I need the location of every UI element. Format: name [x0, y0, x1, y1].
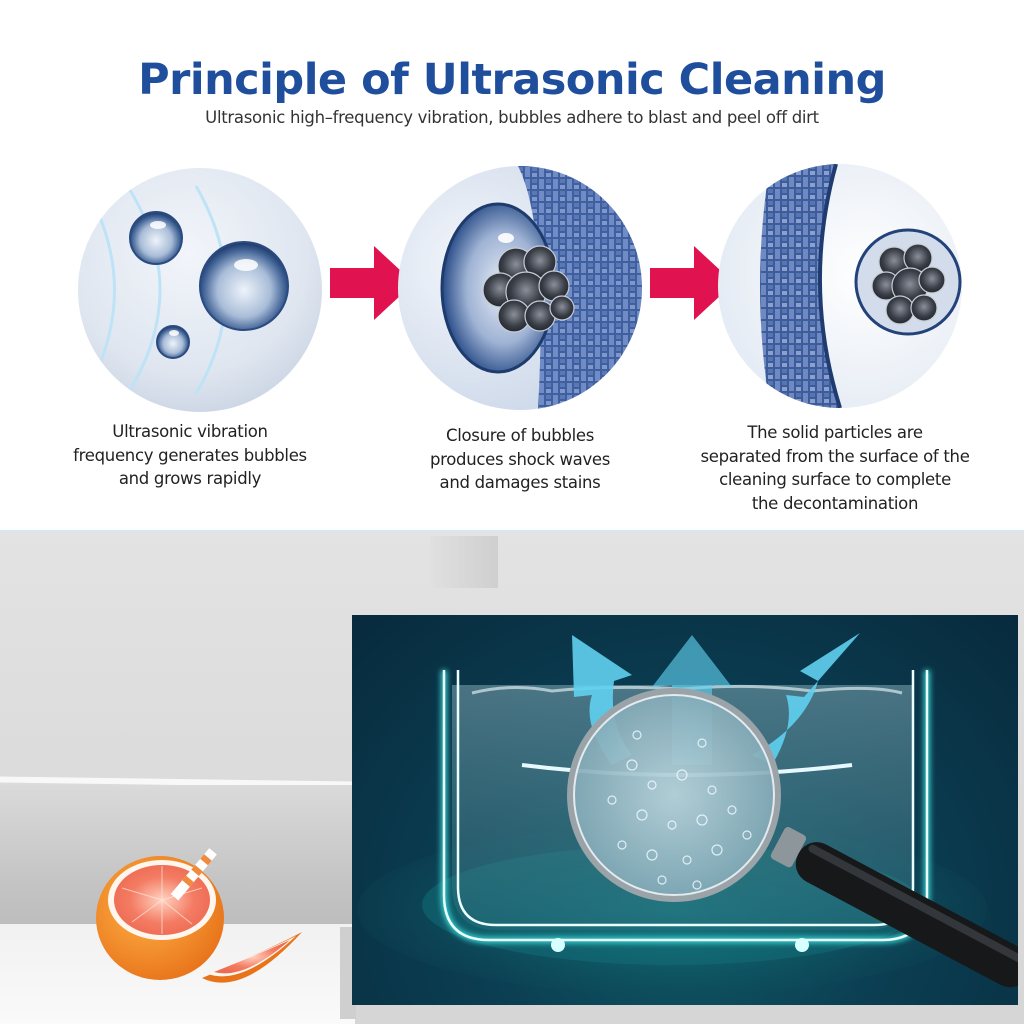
particle-separated-icon — [718, 164, 962, 408]
step-3-caption: The solid particles are separated from t… — [670, 421, 1000, 515]
step-1-caption: Ultrasonic vibration frequency generates… — [40, 420, 340, 491]
caption-line: and grows rapidly — [118, 469, 262, 488]
bubble-collapse-dirt-icon — [398, 166, 642, 410]
caption-line: the decontamination — [751, 493, 919, 513]
caption-line: separated from the surface of the — [700, 446, 970, 466]
step-2-caption: Closure of bubbles produces shock waves … — [370, 424, 670, 495]
page-subtitle: Ultrasonic high–frequency vibration, bub… — [205, 108, 819, 127]
principle-section: Principle of Ultrasonic Cleaning Ultraso… — [40, 55, 1000, 515]
caption-line: Closure of bubbles — [445, 426, 595, 445]
caption-line: produces shock waves — [429, 449, 611, 469]
right-arrow-icon — [330, 246, 414, 320]
right-arrow-icon — [650, 246, 734, 320]
page-title: Principle of Ultrasonic Cleaning — [138, 55, 886, 105]
caption-line: frequency generates bubbles — [73, 445, 307, 465]
bubbles-vibration-icon — [78, 168, 322, 412]
grapefruit-icon — [96, 848, 302, 983]
ultrasonic-tank-magnifier-illustration — [352, 615, 1018, 1005]
caption-line: Ultrasonic vibration — [112, 422, 268, 441]
caption-line: and damages stains — [439, 473, 601, 492]
wall-shadow — [430, 536, 498, 588]
caption-line: cleaning surface to complete — [719, 470, 951, 489]
caption-line: The solid particles are — [747, 423, 923, 442]
